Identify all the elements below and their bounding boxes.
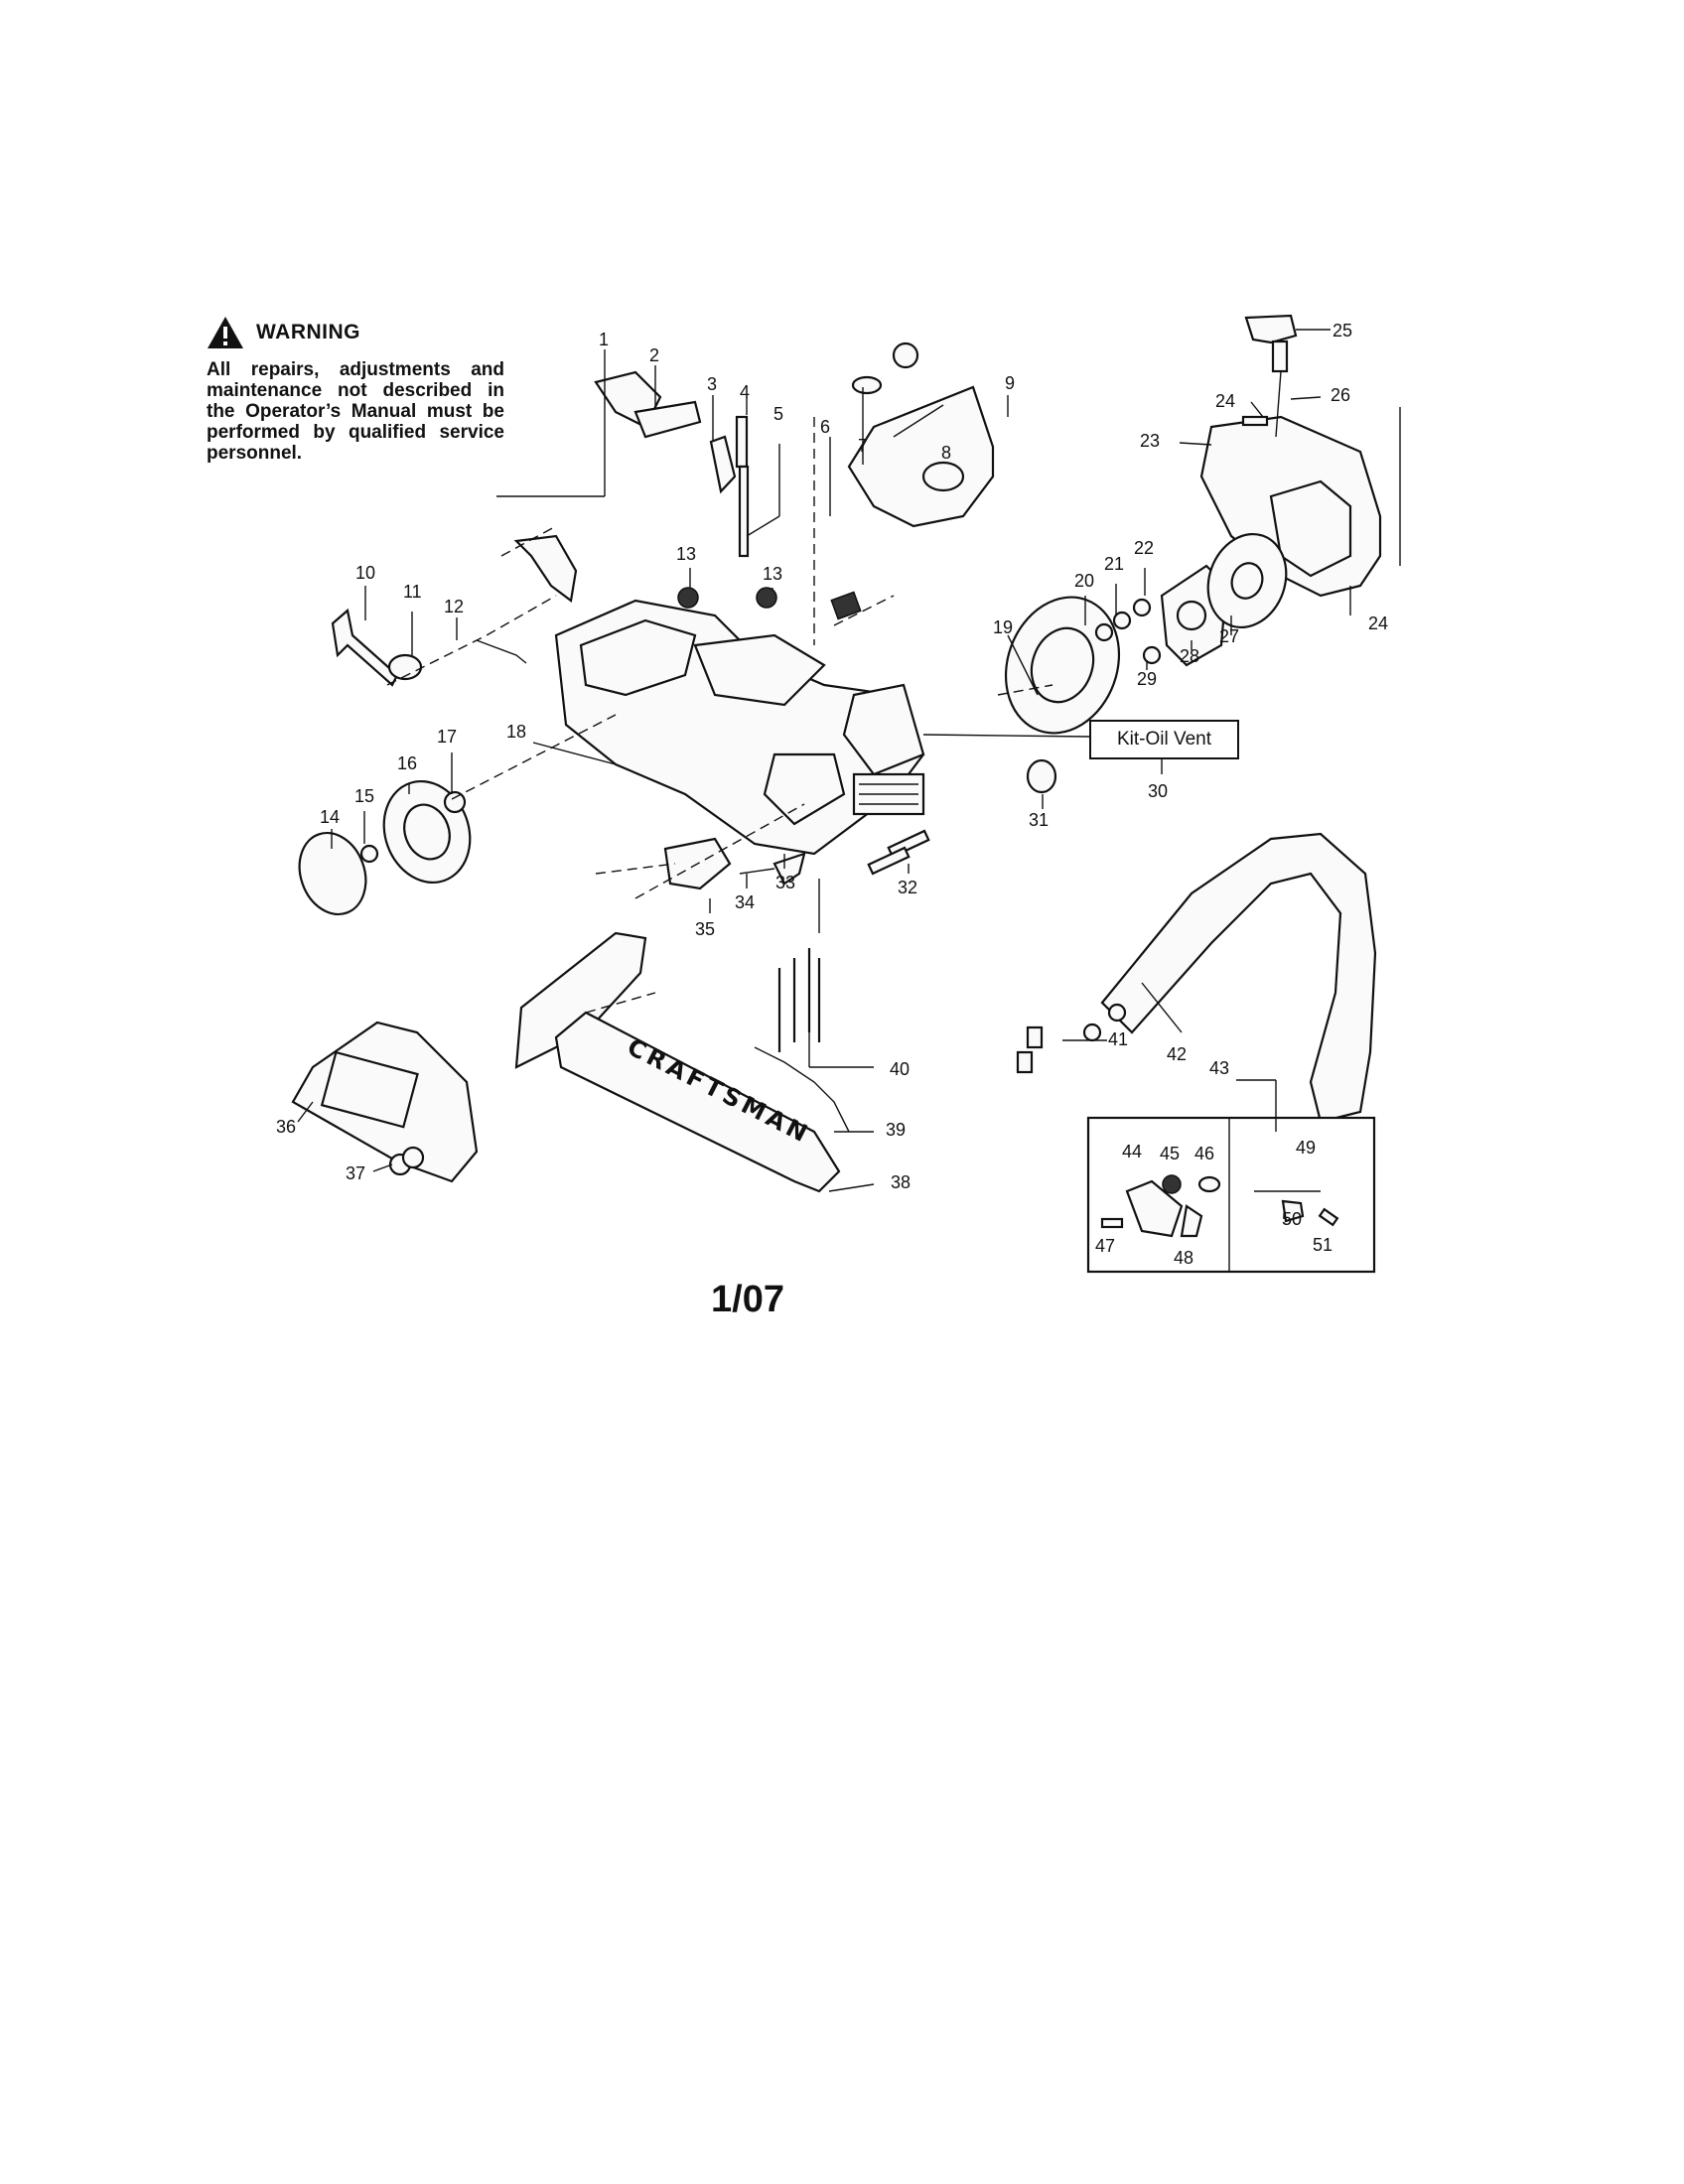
part-label-17: 17 xyxy=(437,727,457,747)
part-label-4: 4 xyxy=(740,382,750,402)
part-label-32: 32 xyxy=(898,878,917,897)
fan-housing-recoil xyxy=(1199,314,1382,629)
part-label-15: 15 xyxy=(354,786,374,806)
part-label-45: 45 xyxy=(1160,1144,1180,1163)
warning-header: WARNING xyxy=(207,316,504,349)
part-label-47: 47 xyxy=(1095,1236,1115,1256)
part-label-7: 7 xyxy=(858,436,868,456)
part-label-44: 44 xyxy=(1122,1142,1142,1161)
part-label-19: 19 xyxy=(993,617,1013,637)
part-label-30: 30 xyxy=(1148,781,1168,801)
part-label-39: 39 xyxy=(886,1120,906,1140)
part-label-36: 36 xyxy=(276,1117,296,1137)
part-label-26: 26 xyxy=(1331,385,1350,405)
part-label-42: 42 xyxy=(1167,1044,1187,1064)
assembly-lines xyxy=(386,417,1053,1014)
main-housing xyxy=(554,599,925,856)
front-handle xyxy=(1016,832,1377,1162)
left-side-parts xyxy=(298,587,777,916)
part-labels: 1 2 3 4 5 6 7 8 9 10 11 12 13 13 14 15 1… xyxy=(276,321,1388,1268)
part-label-28: 28 xyxy=(1180,646,1199,666)
part-label-14: 14 xyxy=(320,807,340,827)
warning-block: WARNING All repairs, adjustments and mai… xyxy=(207,316,504,464)
leader-lines xyxy=(297,329,1401,1192)
kit-oil-vent-label: Kit-Oil Vent xyxy=(1089,720,1239,759)
part-label-24b: 24 xyxy=(1368,614,1388,633)
part-label-41: 41 xyxy=(1108,1029,1128,1049)
part-label-33: 33 xyxy=(775,873,795,892)
warning-title: WARNING xyxy=(256,321,360,343)
footer-code: 1/07 xyxy=(711,1279,784,1320)
part-label-13a: 13 xyxy=(676,544,696,564)
part-label-23: 23 xyxy=(1140,431,1160,451)
part-label-37: 37 xyxy=(346,1163,365,1183)
part-label-35: 35 xyxy=(695,919,715,939)
part-label-24a: 24 xyxy=(1215,391,1235,411)
part-label-10: 10 xyxy=(355,563,375,583)
part-label-22: 22 xyxy=(1134,538,1154,558)
part-label-38: 38 xyxy=(891,1172,911,1192)
bar-and-chain-parts xyxy=(291,758,1057,1193)
part-label-21: 21 xyxy=(1104,554,1124,574)
part-label-20: 20 xyxy=(1074,571,1094,591)
part-label-1: 1 xyxy=(599,330,609,349)
part-label-5: 5 xyxy=(773,404,783,424)
part-label-51: 51 xyxy=(1313,1235,1333,1255)
part-label-25: 25 xyxy=(1333,321,1352,341)
part-label-2: 2 xyxy=(649,345,659,365)
warning-icon xyxy=(208,317,243,348)
throttle-parts xyxy=(513,370,750,603)
part-label-3: 3 xyxy=(707,374,717,394)
part-label-11: 11 xyxy=(403,582,422,602)
oil-cap-parts xyxy=(830,341,995,620)
part-label-31: 31 xyxy=(1029,810,1049,830)
part-label-13b: 13 xyxy=(763,564,782,584)
part-label-29: 29 xyxy=(1137,669,1157,689)
part-label-27: 27 xyxy=(1219,626,1239,646)
part-label-49: 49 xyxy=(1296,1138,1316,1158)
part-label-8: 8 xyxy=(941,443,951,463)
part-label-12: 12 xyxy=(444,597,464,616)
part-label-43: 43 xyxy=(1209,1058,1229,1078)
part-label-40: 40 xyxy=(890,1059,910,1079)
part-label-16: 16 xyxy=(397,753,417,773)
part-label-48: 48 xyxy=(1174,1248,1193,1268)
part-label-6: 6 xyxy=(820,417,830,437)
flywheel-starter-parts xyxy=(1004,564,1228,735)
part-label-34: 34 xyxy=(735,892,755,912)
part-label-50: 50 xyxy=(1282,1209,1302,1229)
inset-parts-box xyxy=(1086,1116,1376,1274)
part-label-46: 46 xyxy=(1194,1144,1214,1163)
part-label-18: 18 xyxy=(506,722,526,742)
warning-text: All repairs, adjustments and maintenance… xyxy=(207,359,504,464)
part-label-9: 9 xyxy=(1005,373,1015,393)
